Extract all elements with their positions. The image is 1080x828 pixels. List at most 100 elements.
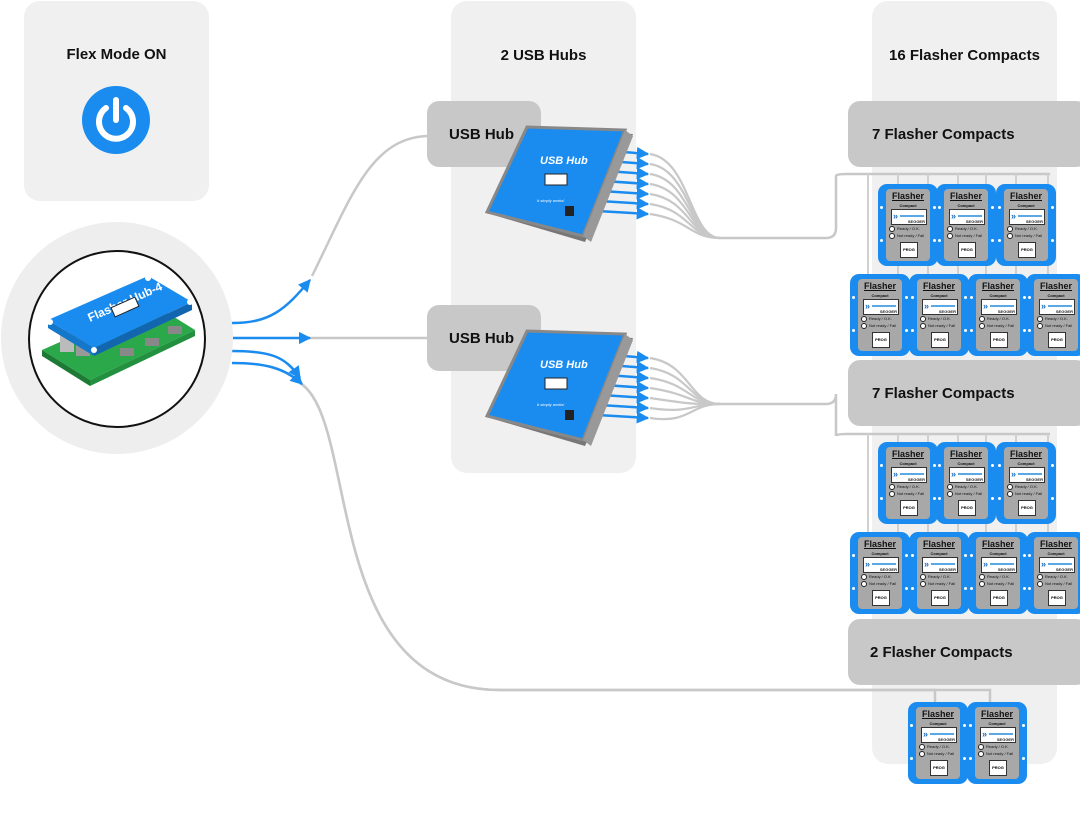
screw-dot: [880, 239, 883, 242]
screw-dot: [910, 724, 913, 727]
flasher-title: Flasher: [921, 709, 954, 719]
flasher-face: Flasher Compact » SEGGER Ready / O.K. No…: [944, 189, 988, 261]
flasher-face: Flasher Compact » SEGGER Ready / O.K. No…: [1034, 537, 1078, 609]
flasher-hub-4-device[interactable]: Flasher Hub-4: [28, 250, 206, 428]
flasher-subtitle: Compact: [930, 551, 948, 556]
screw-dot: [905, 554, 908, 557]
group-2-label: 7 Flasher Compacts: [848, 360, 1080, 426]
flasher-subtitle: Compact: [1047, 293, 1065, 298]
prog-button[interactable]: PROG: [1048, 332, 1066, 348]
flasher-compact-device[interactable]: Flasher Compact » SEGGER Ready / O.K. No…: [909, 274, 969, 356]
flasher-subtitle: Compact: [899, 461, 917, 466]
usb-hub-device-1[interactable]: USB Hub It simply works!: [484, 124, 635, 244]
screw-dot: [998, 464, 1001, 467]
flasher-face: Flasher Compact » SEGGER Ready / O.K. No…: [976, 537, 1020, 609]
flasher-face: Flasher Compact » SEGGER Ready / O.K. No…: [858, 279, 902, 351]
flasher-title: Flasher: [891, 191, 924, 201]
wire-to-hub-1: [310, 134, 431, 277]
flasher-title: Flasher: [1009, 449, 1042, 459]
prog-button[interactable]: PROG: [958, 242, 976, 258]
screw-dot: [852, 296, 855, 299]
led-fail: Not ready / Fail: [861, 581, 896, 587]
usb-hubs-title: 2 USB Hubs: [500, 47, 587, 64]
flasher-title: Flasher: [1009, 191, 1042, 201]
flasher-compact-device[interactable]: Flasher Compact » SEGGER Ready / O.K. No…: [850, 274, 910, 356]
svg-text:USB Hub: USB Hub: [540, 359, 588, 371]
segger-logo-icon: » SEGGER: [863, 299, 899, 315]
flasher-subtitle: Compact: [988, 721, 1006, 726]
flasher-compact-device[interactable]: Flasher Compact » SEGGER Ready / O.K. No…: [878, 184, 938, 266]
led-ready: Ready / O.K.: [920, 574, 951, 580]
segger-logo-icon: » SEGGER: [1039, 299, 1075, 315]
screw-dot: [1028, 587, 1031, 590]
led-fail: Not ready / Fail: [889, 233, 924, 239]
screw-dot: [1023, 554, 1026, 557]
prog-button[interactable]: PROG: [990, 590, 1008, 606]
led-ready: Ready / O.K.: [889, 226, 920, 232]
led-ready: Ready / O.K.: [1007, 226, 1038, 232]
screw-dot: [963, 757, 966, 760]
usb-hub-1-label-text: USB Hub: [449, 125, 514, 143]
segger-logo-icon: » SEGGER: [863, 557, 899, 573]
prog-button[interactable]: PROG: [958, 500, 976, 516]
screw-dot: [1028, 329, 1031, 332]
flasher-compact-device[interactable]: Flasher Compact » SEGGER Ready / O.K. No…: [1026, 274, 1080, 356]
screw-dot: [964, 329, 967, 332]
segger-logo-icon: » SEGGER: [921, 727, 957, 743]
arrow-4: [231, 361, 303, 385]
flasher-compact-device[interactable]: Flasher Compact » SEGGER Ready / O.K. No…: [968, 532, 1028, 614]
flasher-face: Flasher Compact » SEGGER Ready / O.K. No…: [916, 707, 960, 779]
led-fail: Not ready / Fail: [1007, 491, 1042, 497]
flasher-title: Flasher: [981, 539, 1014, 549]
flasher-subtitle: Compact: [957, 203, 975, 208]
flasher-face: Flasher Compact » SEGGER Ready / O.K. No…: [886, 447, 930, 519]
flasher-compact-device[interactable]: Flasher Compact » SEGGER Ready / O.K. No…: [967, 702, 1027, 784]
screw-dot: [933, 497, 936, 500]
flasher-compact-device[interactable]: Flasher Compact » SEGGER Ready / O.K. No…: [936, 442, 996, 524]
usb-hub-device-2[interactable]: USB Hub It simply works!: [484, 328, 635, 448]
screw-dot: [852, 587, 855, 590]
flasher-compact-device[interactable]: Flasher Compact » SEGGER Ready / O.K. No…: [909, 532, 969, 614]
segger-logo-icon: » SEGGER: [949, 209, 985, 225]
screw-dot: [852, 554, 855, 557]
svg-text:It simply works!: It simply works!: [537, 402, 565, 407]
prog-button[interactable]: PROG: [872, 332, 890, 348]
prog-button[interactable]: PROG: [931, 590, 949, 606]
prog-button[interactable]: PROG: [1018, 500, 1036, 516]
prog-button[interactable]: PROG: [931, 332, 949, 348]
led-ready: Ready / O.K.: [947, 226, 978, 232]
segger-logo-icon: » SEGGER: [980, 727, 1016, 743]
flasher-compacts-title: 16 Flasher Compacts: [889, 47, 1040, 64]
screw-dot: [905, 329, 908, 332]
flasher-subtitle: Compact: [899, 203, 917, 208]
screw-dot: [1023, 296, 1026, 299]
power-icon[interactable]: [82, 86, 150, 154]
flasher-compact-device[interactable]: Flasher Compact » SEGGER Ready / O.K. No…: [968, 274, 1028, 356]
flasher-compact-device[interactable]: Flasher Compact » SEGGER Ready / O.K. No…: [850, 532, 910, 614]
group-2-label-text: 7 Flasher Compacts: [872, 384, 1015, 402]
screw-dot: [905, 587, 908, 590]
prog-button[interactable]: PROG: [1048, 590, 1066, 606]
flasher-face: Flasher Compact » SEGGER Ready / O.K. No…: [1004, 189, 1048, 261]
screw-dot: [933, 239, 936, 242]
flasher-compact-device[interactable]: Flasher Compact » SEGGER Ready / O.K. No…: [996, 442, 1056, 524]
prog-button[interactable]: PROG: [900, 242, 918, 258]
flasher-compact-device[interactable]: Flasher Compact » SEGGER Ready / O.K. No…: [936, 184, 996, 266]
prog-button[interactable]: PROG: [900, 500, 918, 516]
segger-logo-icon: » SEGGER: [949, 467, 985, 483]
hub-fan-wire: [649, 402, 721, 421]
prog-button[interactable]: PROG: [990, 332, 1008, 348]
flasher-compact-device[interactable]: Flasher Compact » SEGGER Ready / O.K. No…: [996, 184, 1056, 266]
flasher-compact-device[interactable]: Flasher Compact » SEGGER Ready / O.K. No…: [878, 442, 938, 524]
segger-logo-icon: » SEGGER: [1009, 209, 1045, 225]
prog-button[interactable]: PROG: [1018, 242, 1036, 258]
flasher-title: Flasher: [980, 709, 1013, 719]
screw-dot: [991, 206, 994, 209]
flasher-compact-device[interactable]: Flasher Compact » SEGGER Ready / O.K. No…: [1026, 532, 1080, 614]
flasher-compact-device[interactable]: Flasher Compact » SEGGER Ready / O.K. No…: [908, 702, 968, 784]
screw-dot: [911, 587, 914, 590]
prog-button[interactable]: PROG: [930, 760, 948, 776]
prog-button[interactable]: PROG: [872, 590, 890, 606]
prog-button[interactable]: PROG: [989, 760, 1007, 776]
flasher-face: Flasher Compact » SEGGER Ready / O.K. No…: [975, 707, 1019, 779]
